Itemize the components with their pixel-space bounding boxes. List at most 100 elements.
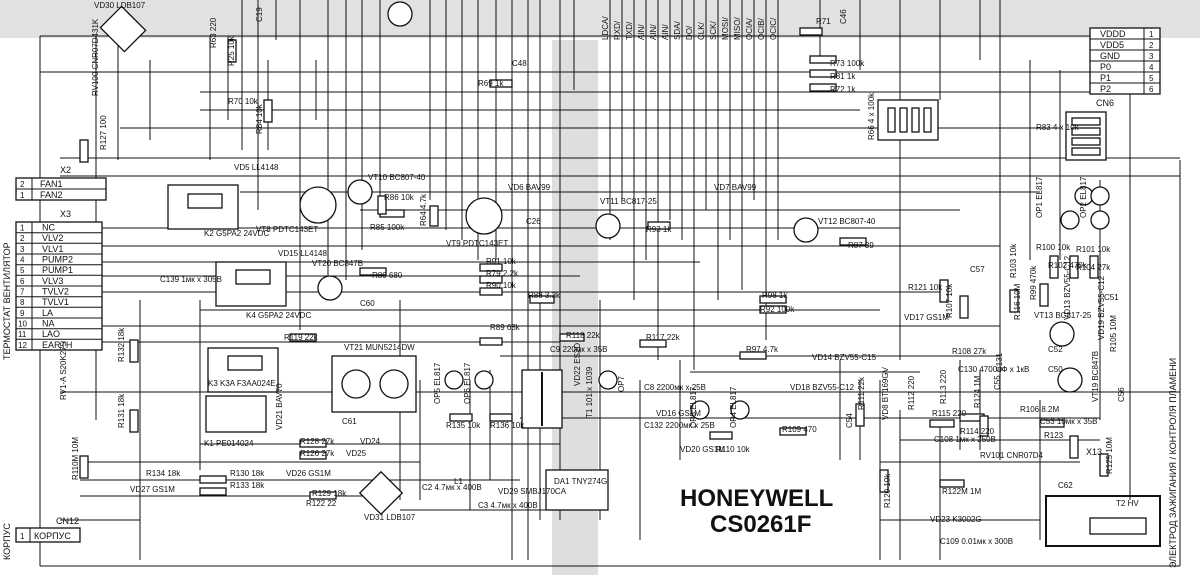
component-value: 18k: [331, 489, 347, 498]
x3-pin-label: VLV1: [42, 244, 63, 254]
component-value: 1M: [973, 375, 982, 389]
component-label: R107 10k: [945, 283, 954, 318]
component-label: OP5 EL817: [433, 362, 442, 404]
x3-pin-label: NA: [42, 319, 55, 329]
bus-label: AIN/: [637, 24, 646, 40]
x3-pin-label: TVLV2: [42, 287, 69, 297]
component-label: VT11 BC817-25: [600, 197, 657, 206]
transformer-t1: [521, 369, 563, 429]
component-label: R92 100k: [760, 305, 795, 314]
component-ref: R119: [284, 333, 303, 342]
component-label: R135 10k: [446, 421, 481, 430]
component-label: C57: [970, 265, 985, 274]
component-ref: R124: [973, 388, 982, 408]
component-label: VD30 LDB107: [94, 1, 146, 10]
component-value: 470: [801, 425, 817, 434]
component-ref: R122: [306, 499, 326, 508]
component-label: C55: [993, 375, 1002, 390]
x3-pin-n: 1: [20, 224, 25, 233]
component-label: K4 G5PA2 24VDC: [246, 311, 311, 320]
component-value: 1k: [845, 72, 857, 81]
component-ref: VD7: [714, 183, 730, 192]
component-label: R125 10M: [1105, 437, 1114, 474]
x2-table: [15, 177, 107, 201]
component-ref: R93: [646, 225, 661, 234]
component-ref: K3: [208, 379, 218, 388]
x2-pin-1-n: 2: [20, 180, 25, 189]
component-label: R120 10k: [883, 473, 892, 508]
component-ref: R85: [370, 223, 385, 232]
bus-label: MOSI/: [721, 17, 730, 40]
bus-label: OCIA/: [745, 17, 754, 40]
component-value: 10k: [945, 283, 954, 299]
component-value: 18k: [117, 393, 126, 409]
component-value: 1мк x 250B: [953, 435, 996, 444]
component-label: R25 10k: [227, 35, 236, 66]
component-ref: OP7: [617, 375, 626, 392]
component-value: TNY274G: [570, 477, 608, 486]
component-value: BC807-40: [837, 217, 876, 226]
component-ref: VT12: [818, 217, 838, 226]
component-value: 10k: [1055, 243, 1071, 252]
component-value: BZV55-C12: [1097, 275, 1106, 320]
component-value: 27k: [319, 437, 335, 446]
side-label-fan-thermostat: ТЕРМОСТАТ ВЕНТИЛЯТОР: [2, 242, 12, 360]
component-value: 27k: [971, 347, 987, 356]
component-value: 10M: [1105, 437, 1114, 455]
component-value: K3002G: [950, 515, 982, 524]
component-label: R80 680: [372, 271, 403, 280]
component-label: VT10 BC807-40: [368, 173, 426, 182]
component-ref: VD26: [286, 469, 307, 478]
component-ref: R106: [1020, 405, 1040, 414]
component-label: R63 220: [209, 17, 218, 48]
component-ref: C109: [940, 537, 960, 546]
component-value: 3.3k: [543, 291, 561, 300]
component-label: OP4 EL817: [729, 386, 738, 428]
component-ref: VD24: [360, 437, 381, 446]
component-label: C51: [1104, 293, 1119, 302]
component-ref: R118: [566, 331, 585, 340]
component-ref: VT21: [344, 343, 364, 352]
bus-label: RXD/: [613, 20, 622, 40]
component-value: 18k: [117, 327, 126, 343]
cn6-pin-label: VDDD: [1100, 29, 1126, 39]
component-ref: C55: [993, 375, 1002, 390]
component-value: 4 x 100k: [867, 92, 876, 125]
x3-pin-n: 4: [20, 256, 25, 265]
component-label: R122 22: [306, 499, 337, 508]
component-label: RV1-A S20K275: [59, 341, 68, 400]
component-label: T2 HV: [1116, 499, 1139, 508]
component-label: R73 100k: [830, 59, 865, 68]
component-label: C9 220мк x 35B: [550, 345, 607, 354]
component-value: 101 x 1039: [585, 366, 594, 408]
component-label: T1 101 x 1039: [585, 366, 594, 418]
component-ref: C48: [512, 59, 527, 68]
component-label: L1: [454, 477, 463, 486]
component-label: R84 10k: [255, 103, 264, 134]
component-ref: R116: [1013, 301, 1022, 320]
component-ref: R101: [1076, 245, 1096, 254]
component-label: C60: [360, 299, 375, 308]
component-label: R72 1k: [830, 85, 856, 94]
cn6-pin-n: 3: [1149, 52, 1154, 61]
component-label: R112 220: [907, 375, 916, 410]
component-value: 22k: [585, 331, 601, 340]
component-ref: R131: [117, 408, 126, 428]
component-label: R132 18k: [117, 327, 126, 362]
component-ref: VT8: [256, 225, 271, 234]
component-ref: VD25: [346, 449, 367, 458]
component-value: 220: [979, 427, 995, 436]
bus-labels: LDCA/RXD/TXD/AIN/AIN/AIN/SDA/DO/CLK/SCK/…: [601, 16, 778, 40]
component-value: 68k: [505, 323, 521, 332]
component-ref: VD19: [1097, 319, 1106, 340]
component-label: R108 27k: [952, 347, 987, 356]
component-ref: R133: [230, 481, 250, 490]
component-ref: OP4: [729, 411, 738, 428]
component-value: 18k: [165, 469, 181, 478]
cn6-pin-n: 4: [1149, 63, 1154, 72]
component-ref: VD8: [881, 404, 890, 420]
component-label: C53 10мк x 35B: [1040, 417, 1098, 426]
component-label: VD22 ES2D: [573, 343, 582, 386]
component-value: S20K275: [59, 341, 68, 377]
